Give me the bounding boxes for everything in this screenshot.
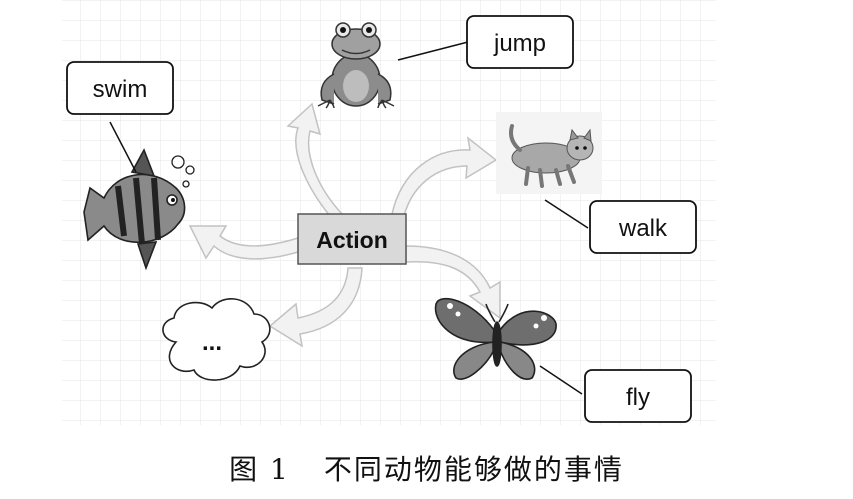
- figure-number: 图 1: [229, 453, 290, 486]
- arrow-to-fly: [405, 245, 501, 320]
- figure-caption: 图 1 不同动物能够做的事情: [0, 448, 853, 488]
- fly-connector: [539, 365, 583, 395]
- frog-icon: [317, 22, 395, 109]
- jump-connector: [397, 41, 469, 61]
- fly-label: fly: [626, 384, 650, 411]
- walk-connector: [544, 199, 589, 229]
- kitten-icon: [496, 112, 602, 194]
- swim-label: swim: [93, 76, 148, 103]
- fish-icon: [83, 148, 195, 271]
- cloud-icon: ...: [162, 298, 271, 381]
- walk-label-box: walk: [589, 200, 697, 254]
- arrow-to-swim: [188, 225, 299, 260]
- more-label: ...: [202, 329, 222, 356]
- butterfly-icon: [434, 297, 557, 380]
- walk-label: walk: [618, 215, 668, 242]
- action-center-label: Action: [316, 227, 388, 253]
- swim-connector: [109, 121, 137, 173]
- action-diagram: Action: [62, 0, 716, 425]
- jump-label: jump: [493, 30, 546, 57]
- jump-label-box: jump: [466, 15, 574, 69]
- figure-caption-text: 不同动物能够做的事情: [323, 453, 624, 486]
- action-center-node: Action: [297, 213, 407, 265]
- fly-label-box: fly: [584, 369, 692, 423]
- arrow-to-jump: [286, 102, 344, 217]
- swim-label-box: swim: [66, 61, 174, 115]
